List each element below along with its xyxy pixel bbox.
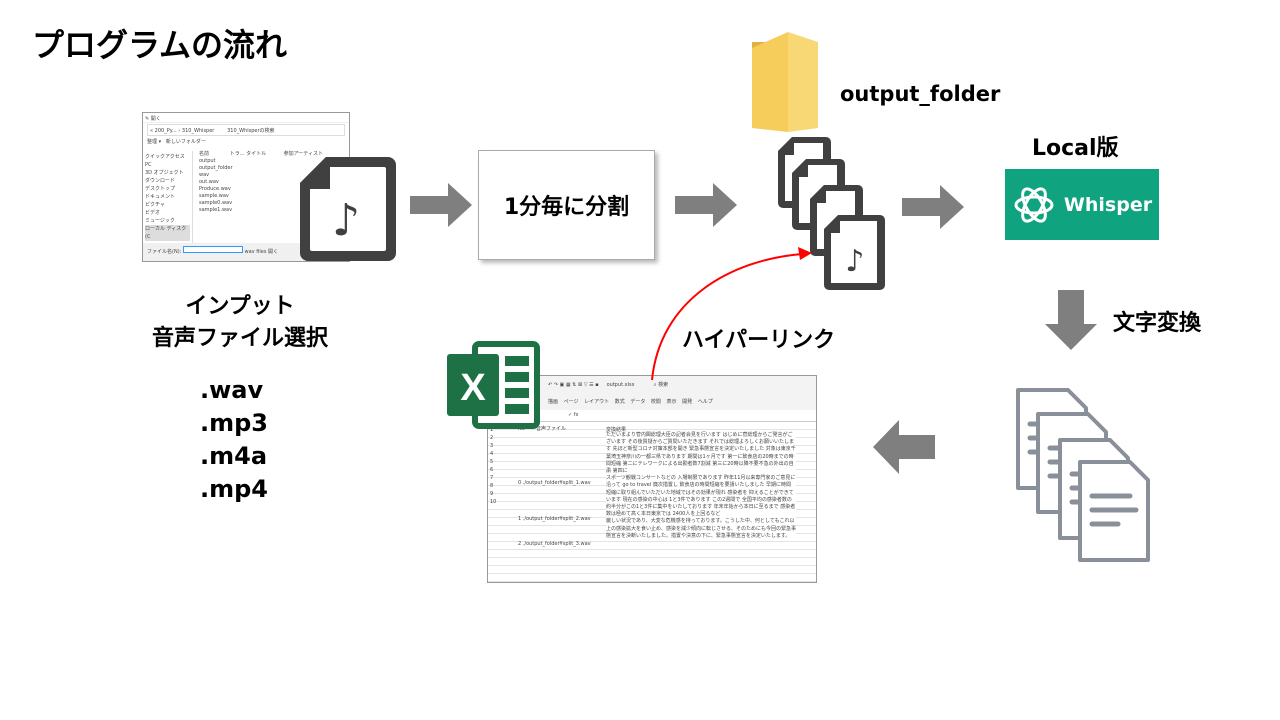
svg-text:X: X bbox=[460, 367, 486, 409]
excel-header-result: 変換結果 bbox=[606, 427, 627, 433]
excel-filename: output.xlsx bbox=[606, 382, 635, 388]
format-mp3: .mp3 bbox=[200, 409, 269, 437]
excel-row-number: 10 bbox=[490, 499, 497, 505]
excel-row-number: 4 bbox=[490, 451, 494, 457]
svg-text:♪: ♪ bbox=[332, 195, 360, 246]
arrow-right-icon bbox=[675, 183, 737, 227]
excel-icon: X bbox=[447, 341, 540, 429]
dialog-path: « 200_Py... › 310_Whisper bbox=[150, 128, 215, 134]
format-mp4: .mp4 bbox=[200, 475, 269, 503]
excel-row-number: 8 bbox=[490, 483, 494, 489]
format-wav: .wav bbox=[200, 376, 264, 404]
page-title: プログラムの流れ bbox=[32, 26, 288, 64]
excel-row-number: 2 bbox=[490, 435, 494, 441]
excel-row: 0 ./output_folder¥split_1.wav bbox=[518, 480, 591, 486]
arrow-left-icon bbox=[873, 420, 935, 474]
dialog-filename-label: ファイル名(N): bbox=[147, 249, 182, 255]
excel-result-cells: ただいまより菅内閣総理大臣の記者会見を行います はじめに菅総理からご発言がござい… bbox=[606, 432, 797, 541]
whisper-logo: Whisper bbox=[1005, 169, 1159, 240]
input-label: インプット bbox=[185, 294, 295, 319]
excel-row-number: 3 bbox=[490, 443, 494, 449]
excel-row-number: 9 bbox=[490, 491, 494, 497]
output-folder-label: output_folder bbox=[840, 82, 1001, 106]
dialog-open-button: 開く bbox=[268, 249, 279, 255]
split-step-box: 1分毎に分割 bbox=[478, 150, 655, 260]
dialog-filter: wav files bbox=[244, 249, 267, 255]
excel-row-number: 6 bbox=[490, 467, 494, 473]
audio-file-icon: ♪ bbox=[300, 157, 396, 261]
arrow-right-icon bbox=[902, 185, 964, 229]
whisper-logo-text: Whisper bbox=[1063, 193, 1153, 216]
openai-logo-icon bbox=[1014, 186, 1054, 223]
arrow-right-icon bbox=[410, 183, 472, 227]
hyperlink-arrow bbox=[651, 247, 812, 381]
dialog-search: 310_Whisperの検索 bbox=[227, 128, 275, 134]
dialog-organize: 整理 ▾ bbox=[147, 139, 162, 145]
arrow-down-icon bbox=[1045, 290, 1097, 350]
svg-text:♪: ♪ bbox=[845, 244, 864, 279]
input-description: 音声ファイル選択 bbox=[151, 326, 328, 351]
folder-icon bbox=[752, 32, 818, 132]
excel-row-number: 5 bbox=[490, 459, 494, 465]
hyperlink-label: ハイパーリンク bbox=[682, 328, 836, 353]
split-audio-files-icon: ♪ bbox=[778, 137, 885, 290]
excel-row-number: 7 bbox=[490, 475, 494, 481]
text-documents-icon bbox=[1016, 388, 1152, 564]
excel-search: 検索 bbox=[658, 382, 669, 388]
excel-row: 2 ./output_folder¥split_3.wav bbox=[518, 541, 591, 547]
local-version-label: Local版 bbox=[1032, 136, 1119, 161]
excel-menu: 描画 ページ レイアウト 数式 データ 校閲 表示 開発 ヘルプ bbox=[488, 394, 816, 410]
format-m4a: .m4a bbox=[200, 442, 268, 470]
text-conversion-label: 文字変換 bbox=[1113, 311, 1202, 336]
dialog-new-folder: 新しいフォルダー bbox=[165, 139, 206, 145]
excel-row: 1 ./output_folder¥split_2.wav bbox=[518, 516, 591, 522]
